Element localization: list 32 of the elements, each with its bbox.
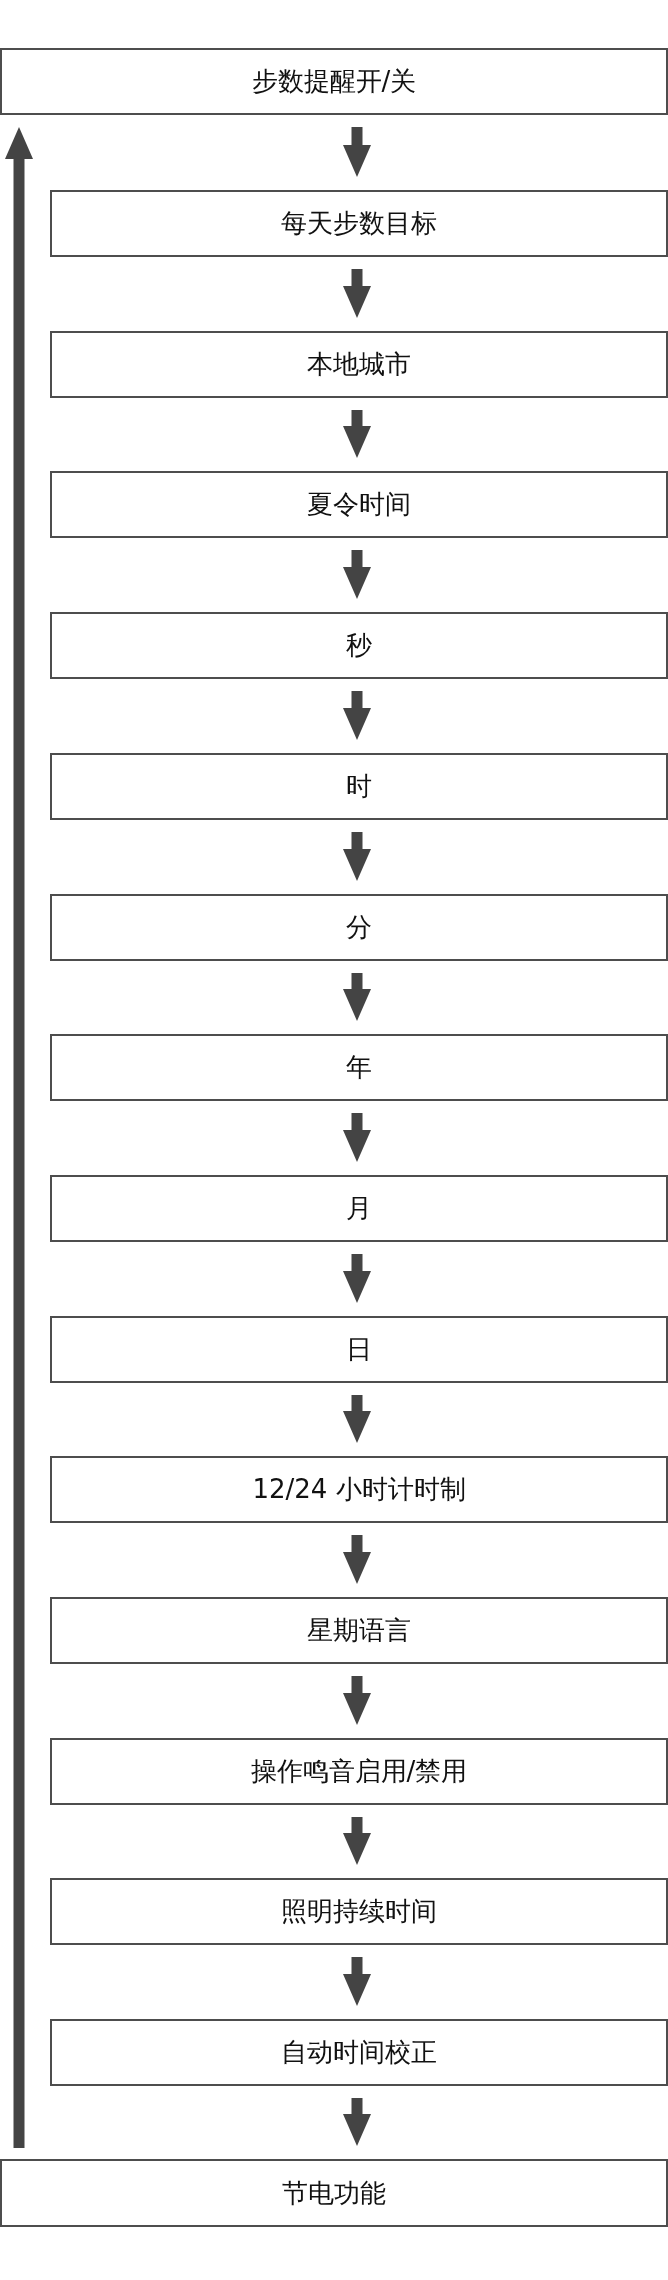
setting-box: 本地城市 (50, 331, 668, 398)
setting-box: 年 (50, 1034, 668, 1101)
setting-box: 月 (50, 1175, 668, 1242)
setting-box: 自动时间校正 (50, 2019, 668, 2086)
setting-box: 每天步数目标 (50, 190, 668, 257)
setting-box: 步数提醒开/关 (0, 48, 668, 115)
arrow (343, 550, 371, 599)
setting-box: 日 (50, 1316, 668, 1383)
arrow (343, 1957, 371, 2006)
arrow (343, 127, 371, 177)
arrow (343, 1535, 371, 1584)
arrow (343, 2098, 371, 2146)
arrow (343, 1113, 371, 1162)
setting-box: 夏令时间 (50, 471, 668, 538)
setting-box: 节电功能 (0, 2159, 668, 2227)
setting-box: 星期语言 (50, 1597, 668, 1664)
setting-box: 照明持续时间 (50, 1878, 668, 1945)
arrow (343, 269, 371, 318)
arrow (343, 410, 371, 458)
arrow (343, 1676, 371, 1725)
arrow (343, 691, 371, 740)
arrow (343, 1395, 371, 1443)
arrow (343, 1254, 371, 1303)
arrow (343, 832, 371, 881)
arrow (343, 1817, 371, 1865)
setting-box: 时 (50, 753, 668, 820)
arrow (5, 127, 33, 2148)
setting-box: 分 (50, 894, 668, 961)
setting-box: 秒 (50, 612, 668, 679)
arrow (343, 973, 371, 1021)
setting-box: 操作鸣音启用/禁用 (50, 1738, 668, 1805)
setting-box: 12/24 小时计时制 (50, 1456, 668, 1523)
